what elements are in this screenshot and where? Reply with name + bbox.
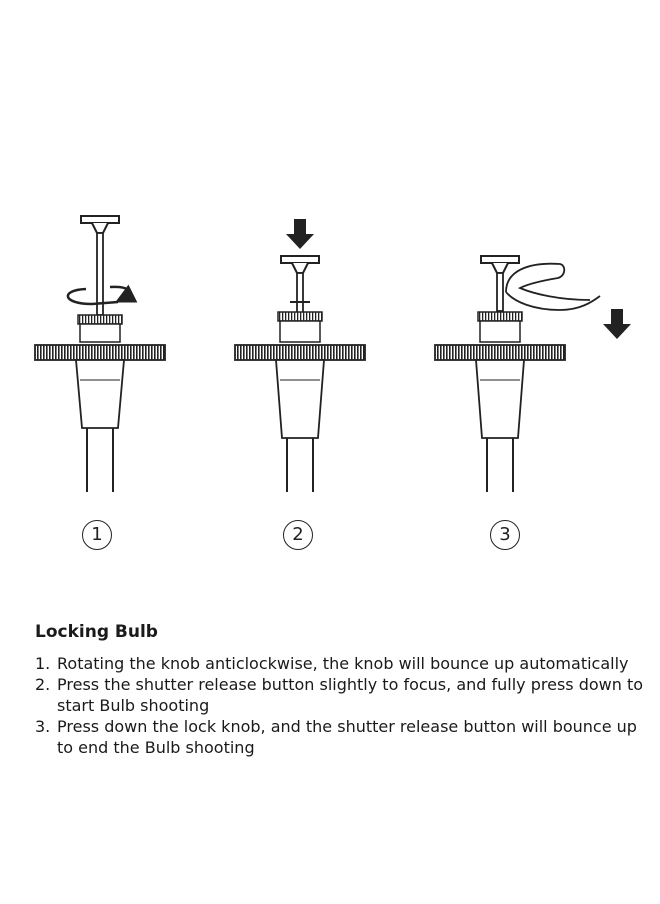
- gear-ring: [434, 344, 566, 361]
- instruction-text: Press down the lock knob, and the shutte…: [57, 717, 637, 757]
- step-number-1: 1: [82, 520, 112, 550]
- release-down-arrow-icon: [603, 309, 631, 339]
- step-number-3: 3: [490, 520, 520, 550]
- instruction-number: 3.: [35, 717, 51, 736]
- rotate-anticlockwise-icon: [66, 287, 119, 306]
- lock-knob-neck: [91, 222, 109, 234]
- upper-collar: [277, 311, 323, 322]
- lock-knob-cap: [280, 255, 320, 264]
- gear-ring: [34, 344, 166, 361]
- instruction-item: 3. Press down the lock knob, and the shu…: [35, 716, 655, 758]
- press-down-arrow-icon: [286, 219, 314, 249]
- step-2-press: [234, 219, 366, 492]
- lock-knob-cap: [80, 215, 120, 224]
- instruction-number: 2.: [35, 675, 51, 694]
- instruction-text: Rotating the knob anticlockwise, the kno…: [57, 654, 629, 673]
- lock-knob-shaft: [496, 272, 504, 312]
- instruction-item: 1. Rotating the knob anticlockwise, the …: [35, 653, 655, 674]
- release-body: [475, 359, 525, 439]
- upper-collar: [477, 311, 523, 322]
- instruction-number: 1.: [35, 654, 51, 673]
- instruction-text: Press the shutter release button slightl…: [57, 675, 644, 715]
- instructions-list: 1. Rotating the knob anticlockwise, the …: [35, 653, 655, 758]
- instructions-block: Locking Bulb 1. Rotating the knob anticl…: [35, 622, 655, 758]
- step-1-release: [34, 215, 166, 492]
- release-body: [275, 359, 325, 439]
- lock-knob-cap: [480, 255, 520, 264]
- release-body: [75, 359, 125, 429]
- finger-icon: [505, 262, 601, 311]
- instruction-item: 2. Press the shutter release button slig…: [35, 674, 655, 716]
- instructions-title: Locking Bulb: [35, 622, 158, 642]
- upper-collar: [77, 314, 123, 325]
- lock-knob-shaft: [296, 272, 304, 316]
- gear-ring: [234, 344, 366, 361]
- step-3-unlock: [434, 255, 631, 492]
- step-number-2: 2: [283, 520, 313, 550]
